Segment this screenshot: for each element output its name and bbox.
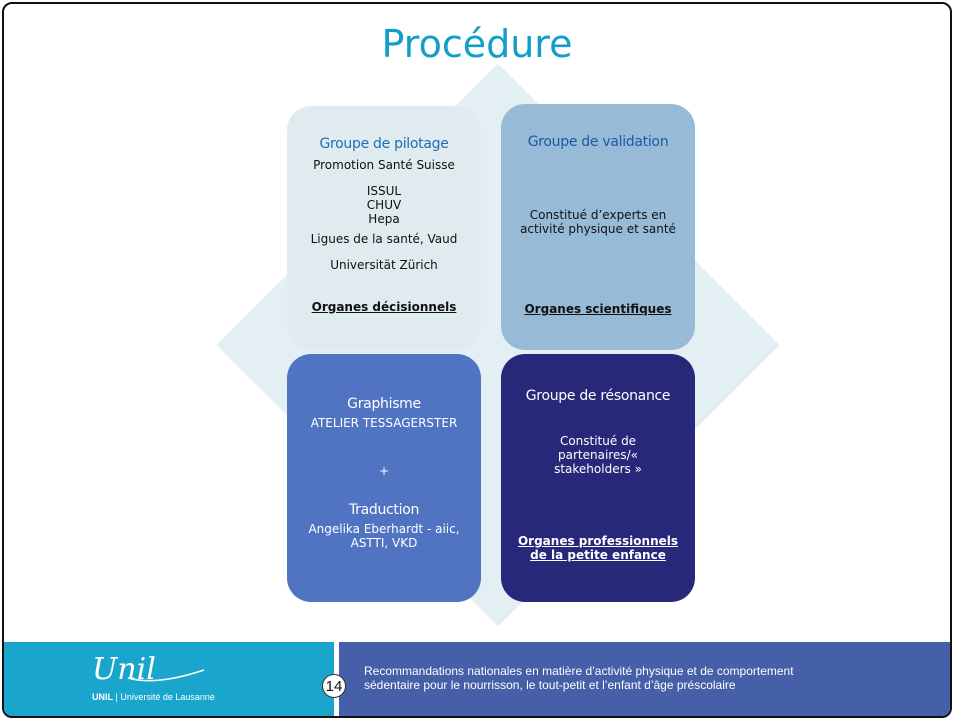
box-graphisme-traduction: Graphisme ATELIER TESSAGERSTER + Traduct… xyxy=(287,354,481,602)
box-footer-label: de la petite enfance xyxy=(530,548,666,562)
box-line: Constitué de xyxy=(559,434,637,448)
logo-swoosh-icon xyxy=(127,669,205,682)
footer-caption-line: Recommandations nationales en matière d’… xyxy=(364,664,794,678)
plus-sign: + xyxy=(378,464,390,478)
logo-subtitle: UNIL | Université de Lausanne xyxy=(92,692,215,702)
box-line: CHUV xyxy=(366,198,402,212)
box-line: Hepa xyxy=(368,212,400,226)
box-footer-label: Organes professionnels xyxy=(517,534,679,548)
box-heading: Groupe de validation xyxy=(527,134,669,150)
page-number: 14 xyxy=(322,674,346,698)
box-heading-2: Traduction xyxy=(348,502,420,518)
footer-caption-line: sédentaire pour le nourrisson, le tout-p… xyxy=(364,678,736,692)
footer-caption: Recommandations nationales en matière d’… xyxy=(364,664,794,692)
box-footer-label: Organes scientifiques xyxy=(524,302,672,316)
box-line: activité physique et santé xyxy=(520,222,676,236)
footer-logo-panel: Unil UNIL | Université de Lausanne xyxy=(4,642,334,716)
box-groupe-validation: Groupe de validation Constitué d’experts… xyxy=(501,104,695,350)
box-line: Promotion Santé Suisse xyxy=(313,158,455,172)
box-line: Universität Zürich xyxy=(330,258,438,272)
box-line: ATELIER TESSAGERSTER xyxy=(310,416,458,430)
box-line: partenaires/« xyxy=(558,448,638,462)
slide-title: Procédure xyxy=(381,22,573,66)
box-line: ISSUL xyxy=(366,184,402,198)
box-groupe-resonance: Groupe de résonance Constitué de partena… xyxy=(501,354,695,602)
box-heading: Graphisme xyxy=(347,396,421,412)
box-groupe-pilotage: Groupe de pilotage Promotion Santé Suiss… xyxy=(287,106,481,350)
box-line: Ligues de la santé, Vaud xyxy=(310,232,458,246)
box-heading: Groupe de résonance xyxy=(525,388,671,404)
box-line: Angelika Eberhardt - aiic, xyxy=(308,522,460,536)
box-footer-label: Organes décisionnels xyxy=(311,300,457,314)
slide-footer: Unil UNIL | Université de Lausanne 14 Re… xyxy=(4,642,950,716)
box-line: stakeholders » xyxy=(554,462,642,476)
footer-text-panel xyxy=(339,642,950,716)
logo-subtitle-rest: | Université de Lausanne xyxy=(113,692,215,702)
box-line: ASTTI, VKD xyxy=(350,536,418,550)
logo-subtitle-bold: UNIL xyxy=(92,692,113,702)
box-line: Constitué d’experts en xyxy=(529,208,667,222)
box-heading: Groupe de pilotage xyxy=(319,136,449,152)
